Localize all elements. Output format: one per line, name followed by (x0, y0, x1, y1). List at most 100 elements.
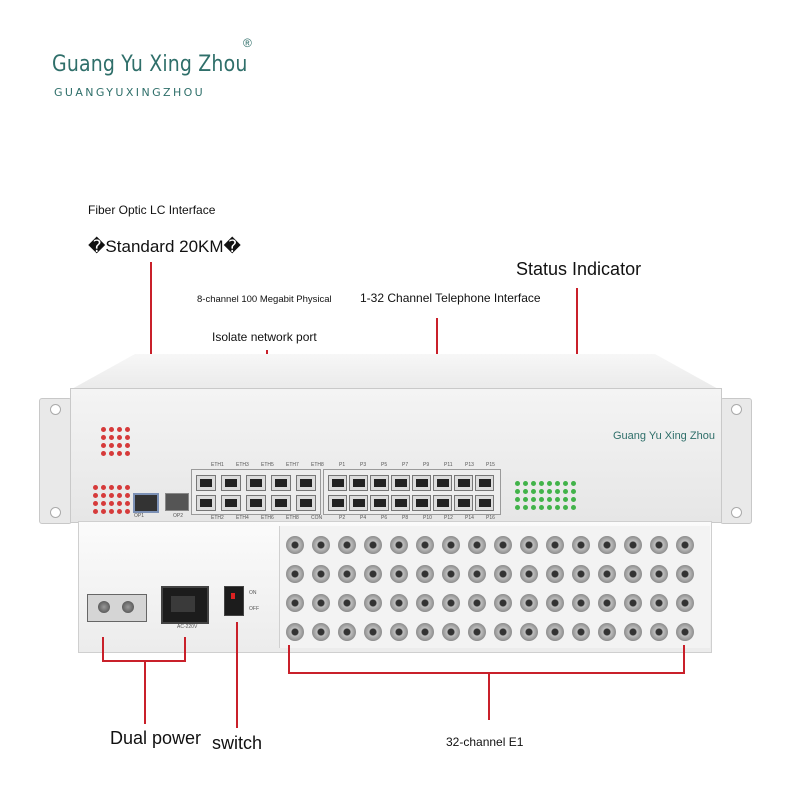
e1-bnc-connector[interactable] (650, 565, 668, 583)
e1-bnc-connector[interactable] (494, 536, 512, 554)
e1-bnc-connector[interactable] (468, 565, 486, 583)
e1-bnc-connector[interactable] (312, 623, 330, 641)
telephone-port[interactable] (349, 475, 368, 491)
e1-bnc-connector[interactable] (364, 536, 382, 554)
e1-bnc-connector[interactable] (520, 565, 538, 583)
telephone-port[interactable] (454, 495, 473, 511)
e1-bnc-connector[interactable] (338, 594, 356, 612)
e1-bnc-connector[interactable] (546, 594, 564, 612)
e1-bnc-connector[interactable] (338, 536, 356, 554)
e1-bnc-connector[interactable] (312, 536, 330, 554)
telephone-port[interactable] (412, 475, 431, 491)
ethernet-port[interactable] (221, 475, 241, 491)
e1-bnc-connector[interactable] (416, 594, 434, 612)
e1-bnc-connector[interactable] (364, 565, 382, 583)
ethernet-port[interactable] (196, 475, 216, 491)
ethernet-port[interactable] (246, 475, 266, 491)
e1-bnc-connector[interactable] (676, 594, 694, 612)
dc-terminal-block[interactable] (87, 594, 147, 622)
telephone-port[interactable] (475, 495, 494, 511)
ethernet-port[interactable] (196, 495, 216, 511)
e1-bnc-connector[interactable] (286, 565, 304, 583)
e1-bnc-connector[interactable] (624, 565, 642, 583)
telephone-port[interactable] (328, 495, 347, 511)
ethernet-port[interactable] (296, 475, 316, 491)
e1-bnc-connector[interactable] (624, 594, 642, 612)
e1-bnc-connector[interactable] (338, 565, 356, 583)
e1-bnc-connector[interactable] (572, 565, 590, 583)
ethernet-port[interactable] (271, 475, 291, 491)
e1-bnc-connector[interactable] (442, 536, 460, 554)
e1-bnc-connector[interactable] (312, 594, 330, 612)
telephone-port[interactable] (433, 495, 452, 511)
power-bracket (102, 660, 186, 662)
e1-bnc-connector[interactable] (390, 623, 408, 641)
ethernet-port[interactable] (246, 495, 266, 511)
telephone-port[interactable] (412, 495, 431, 511)
telephone-port[interactable] (391, 495, 410, 511)
ethernet-port[interactable] (271, 495, 291, 511)
e1-bnc-connector[interactable] (676, 623, 694, 641)
e1-bnc-connector[interactable] (598, 623, 616, 641)
e1-bnc-connector[interactable] (676, 536, 694, 554)
telephone-port[interactable] (328, 475, 347, 491)
e1-bnc-connector[interactable] (546, 565, 564, 583)
e1-bnc-connector[interactable] (572, 536, 590, 554)
e1-bnc-connector[interactable] (624, 536, 642, 554)
e1-bnc-connector[interactable] (390, 565, 408, 583)
e1-bnc-connector[interactable] (286, 594, 304, 612)
e1-bnc-connector[interactable] (338, 623, 356, 641)
e1-bnc-connector[interactable] (468, 623, 486, 641)
e1-bnc-connector[interactable] (546, 623, 564, 641)
e1-bnc-connector[interactable] (598, 565, 616, 583)
e1-bnc-connector[interactable] (650, 536, 668, 554)
telephone-port[interactable] (454, 475, 473, 491)
telephone-port-block (323, 469, 501, 515)
power-switch[interactable] (224, 586, 244, 616)
e1-bnc-connector[interactable] (390, 536, 408, 554)
e1-bnc-connector[interactable] (442, 565, 460, 583)
e1-bnc-connector[interactable] (286, 536, 304, 554)
e1-bnc-connector[interactable] (286, 623, 304, 641)
telephone-port[interactable] (370, 475, 389, 491)
e1-bnc-connector[interactable] (520, 594, 538, 612)
e1-bnc-connector[interactable] (650, 594, 668, 612)
telephone-port[interactable] (433, 475, 452, 491)
e1-bnc-connector[interactable] (624, 623, 642, 641)
sfp-port-1[interactable] (133, 493, 159, 513)
e1-bnc-connector[interactable] (650, 623, 668, 641)
e1-bnc-connector[interactable] (520, 623, 538, 641)
ethernet-port[interactable] (221, 495, 241, 511)
e1-bnc-connector[interactable] (676, 565, 694, 583)
telephone-port[interactable] (391, 475, 410, 491)
e1-bnc-connector[interactable] (442, 594, 460, 612)
e1-bnc-connector[interactable] (598, 536, 616, 554)
e1-bnc-connector[interactable] (364, 623, 382, 641)
sfp-port-2[interactable] (165, 493, 189, 511)
e1-bnc-connector[interactable] (468, 594, 486, 612)
ac-power-socket[interactable] (161, 586, 209, 624)
e1-bnc-connector[interactable] (572, 623, 590, 641)
e1-bnc-connector[interactable] (494, 623, 512, 641)
e1-bnc-connector[interactable] (546, 536, 564, 554)
e1-bnc-connector[interactable] (390, 594, 408, 612)
telephone-port[interactable] (475, 475, 494, 491)
telephone-port[interactable] (370, 495, 389, 511)
e1-bnc-connector[interactable] (468, 536, 486, 554)
e1-bnc-connector[interactable] (442, 623, 460, 641)
e1-bnc-connector[interactable] (312, 565, 330, 583)
e1-bnc-connector[interactable] (416, 623, 434, 641)
telephone-port[interactable] (349, 495, 368, 511)
telephone-port-label: P5 (381, 462, 388, 468)
telephone-port-label: P12 (444, 515, 453, 521)
e1-bnc-connector[interactable] (494, 565, 512, 583)
e1-bnc-connector[interactable] (416, 536, 434, 554)
e1-bnc-connector[interactable] (520, 536, 538, 554)
ethernet-port-label: ETH1 (211, 462, 224, 468)
e1-bnc-connector[interactable] (416, 565, 434, 583)
e1-bnc-connector[interactable] (364, 594, 382, 612)
e1-bnc-connector[interactable] (572, 594, 590, 612)
e1-bnc-connector[interactable] (598, 594, 616, 612)
e1-bnc-connector[interactable] (494, 594, 512, 612)
ethernet-port[interactable] (296, 495, 316, 511)
